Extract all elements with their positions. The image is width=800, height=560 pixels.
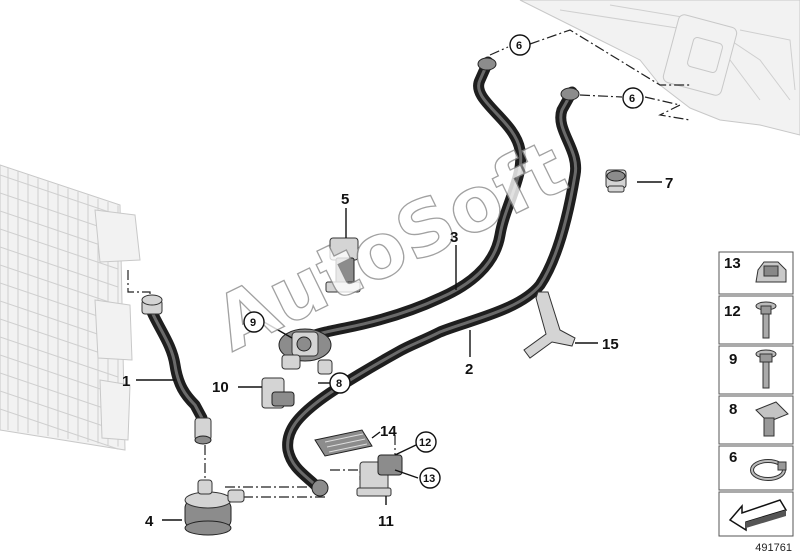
- hex-screw-icon: [755, 349, 777, 389]
- svg-text:8: 8: [729, 401, 737, 418]
- svg-text:12: 12: [724, 303, 741, 320]
- coolant-feed-hose: [306, 56, 527, 342]
- leader-lines: [136, 181, 662, 521]
- retaining-bracket: [523, 291, 576, 359]
- legend-item-13[interactable]: 13: [718, 251, 794, 295]
- callout-10[interactable]: 10: [212, 379, 229, 396]
- callout-6-upper[interactable]: 6: [509, 34, 531, 56]
- callout-14[interactable]: 14: [380, 423, 397, 440]
- callout-6-lower[interactable]: 6: [622, 87, 644, 109]
- legend-item-9[interactable]: 9: [718, 345, 794, 395]
- electric-valve: [278, 328, 333, 375]
- callout-12[interactable]: 12: [415, 431, 437, 453]
- svg-text:12: 12: [419, 437, 431, 449]
- radiator-ghost: [0, 164, 141, 451]
- arrow-icon: [728, 499, 788, 532]
- callout-11[interactable]: 11: [378, 513, 394, 530]
- svg-text:6: 6: [729, 449, 737, 466]
- fastener-legend: 13 12 9: [718, 251, 794, 537]
- svg-text:6: 6: [516, 40, 522, 52]
- callout-3[interactable]: 3: [450, 229, 458, 246]
- hose-to-radiator: [141, 294, 212, 445]
- protective-pad: [314, 429, 373, 457]
- callout-7[interactable]: 7: [665, 175, 673, 192]
- hose-clamp-holder: [605, 169, 627, 193]
- body-structure-ghost: [519, 0, 800, 136]
- legend-item-arrow[interactable]: [718, 491, 794, 537]
- callout-9[interactable]: 9: [243, 311, 265, 333]
- callout-1[interactable]: 1: [122, 373, 130, 390]
- flange-screw-icon: [755, 301, 777, 339]
- bracket: [325, 237, 361, 293]
- callout-15[interactable]: 15: [602, 336, 619, 353]
- callout-13[interactable]: 13: [419, 467, 441, 489]
- reference-number: 491761: [755, 542, 792, 554]
- svg-text:13: 13: [423, 473, 435, 485]
- clip-nut-icon: [755, 261, 787, 283]
- svg-text:9: 9: [250, 317, 256, 329]
- hose-clamp-icon: [750, 459, 787, 481]
- callout-2[interactable]: 2: [465, 361, 473, 378]
- holder: [261, 377, 295, 409]
- auxiliary-water-pump: [184, 479, 245, 536]
- svg-text:6: 6: [629, 93, 635, 105]
- svg-text:8: 8: [336, 378, 342, 390]
- svg-text:9: 9: [729, 351, 737, 368]
- legend-item-6[interactable]: 6: [718, 445, 794, 491]
- callouts: 1 2 3 4 5 6 6 7 8 9 10 11 12 13: [122, 34, 673, 530]
- legend-item-8[interactable]: 8: [718, 395, 794, 445]
- legend-item-12[interactable]: 12: [718, 295, 794, 345]
- expanding-nut-icon: [755, 401, 789, 437]
- coolant-return-hose: [282, 86, 582, 497]
- callout-5[interactable]: 5: [341, 191, 349, 208]
- pump-bracket: [356, 454, 403, 497]
- relation-lines: [127, 29, 691, 498]
- callout-4[interactable]: 4: [145, 513, 154, 530]
- svg-text:13: 13: [724, 255, 741, 272]
- callout-8[interactable]: 8: [329, 372, 351, 394]
